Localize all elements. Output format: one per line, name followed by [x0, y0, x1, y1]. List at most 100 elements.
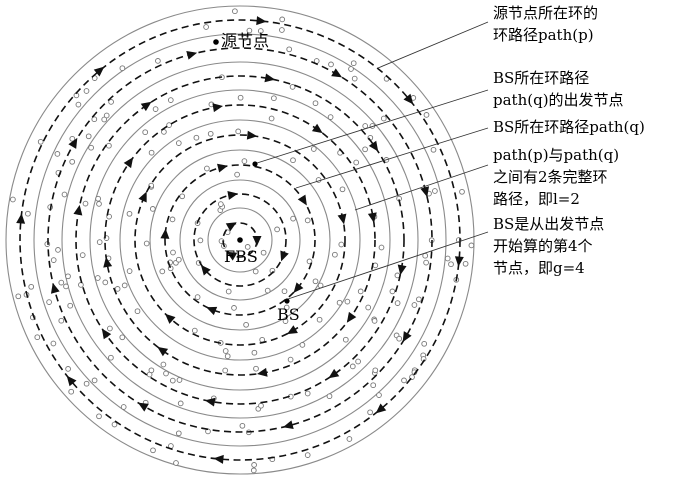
concentric-rings	[5, 5, 475, 475]
arrow-head	[227, 190, 239, 200]
ring-path	[47, 47, 433, 433]
sensor-node	[281, 288, 288, 295]
sensor-node	[362, 123, 369, 129]
sensor-node	[166, 122, 172, 128]
sensor-node	[367, 409, 373, 416]
sensor-node	[357, 288, 364, 295]
arrow-head	[165, 313, 176, 324]
sensor-node	[344, 298, 351, 305]
sensor-node	[111, 421, 118, 428]
ring-boundary	[179, 179, 301, 301]
sensor-node	[411, 302, 418, 308]
sensor-node	[289, 84, 296, 90]
sensor-node	[432, 188, 438, 194]
arrow-head	[226, 251, 238, 261]
ring-path	[104, 104, 376, 376]
sensor-node	[372, 367, 379, 374]
arrow-head	[212, 103, 224, 113]
sensor-node	[378, 244, 385, 251]
sensor-node	[63, 283, 69, 290]
ring-path	[193, 193, 287, 287]
sensor-node	[389, 288, 396, 295]
sensor-nodes	[10, 8, 475, 474]
sensor-node	[120, 404, 127, 410]
sensor-node	[126, 210, 133, 217]
sensor-node	[462, 260, 469, 267]
sensor-node	[260, 249, 267, 256]
sensor-node	[15, 293, 22, 300]
sensor-node	[244, 244, 251, 250]
sensor-node	[197, 237, 204, 244]
sensor-node	[222, 367, 229, 374]
sensor-node	[252, 268, 259, 275]
ring-paths	[19, 19, 461, 461]
sensor-node	[134, 308, 141, 315]
sensor-node	[108, 354, 114, 361]
sensor-node	[152, 106, 159, 112]
arrow-head	[103, 256, 113, 268]
arrow-head	[280, 250, 289, 262]
sensor-node	[231, 305, 237, 311]
sensor-node	[350, 60, 357, 67]
arrow-head	[246, 130, 258, 140]
sensor-node	[423, 259, 429, 266]
annotation-line: 环路径path(p)	[493, 26, 594, 44]
sensor-node	[95, 195, 101, 202]
sensor-node	[207, 130, 214, 137]
sensor-node	[430, 146, 437, 153]
arrow-head	[346, 311, 357, 323]
fbs-marker	[237, 237, 243, 243]
sensor-node	[279, 27, 285, 33]
sensor-node	[326, 393, 333, 400]
sensor-node	[346, 436, 353, 442]
ring-boundary	[149, 149, 331, 331]
sensor-node	[119, 334, 126, 341]
sensor-node	[148, 149, 155, 156]
sensor-node	[121, 282, 128, 289]
arrow-head	[328, 368, 340, 379]
sensor-node	[96, 413, 102, 420]
annotation-line: 路径，即l=2	[493, 190, 580, 208]
sensor-node	[83, 88, 90, 94]
sensor-node	[85, 133, 92, 140]
sensor-node	[78, 282, 84, 288]
sensor-node	[312, 278, 319, 285]
sensor-node	[268, 115, 275, 122]
arrow-head	[50, 282, 60, 294]
sensor-node	[159, 268, 166, 275]
sensor-node	[160, 361, 167, 368]
sensor-node	[274, 226, 280, 233]
arrow-head	[454, 256, 464, 267]
sensor-node	[161, 129, 167, 135]
sensor-node	[253, 365, 259, 372]
arrow-head	[420, 186, 430, 198]
arrow-head	[204, 397, 216, 407]
sensor-node	[155, 58, 161, 64]
ring-path	[19, 19, 461, 461]
sensor-node	[142, 129, 149, 136]
sensor-node	[332, 251, 338, 258]
leader-bs-ring	[295, 127, 489, 189]
sensor-node	[69, 158, 76, 165]
ring-path	[75, 75, 405, 405]
sensor-node	[102, 279, 109, 286]
sensor-node	[54, 151, 61, 157]
sensor-node	[349, 363, 356, 370]
sensor-node	[421, 340, 428, 347]
arrow-head	[375, 403, 387, 414]
sensor-node	[258, 402, 264, 409]
sensor-node	[235, 128, 242, 135]
sensor-node	[351, 75, 358, 82]
sensor-node	[222, 348, 229, 354]
sensor-node	[468, 242, 475, 249]
sensor-node	[46, 299, 52, 305]
arrow-head	[264, 73, 276, 83]
arrow-head	[73, 204, 83, 216]
sensor-node	[167, 97, 174, 103]
arrow-head	[293, 282, 304, 293]
sensor-node	[91, 377, 98, 384]
arrow-head	[252, 236, 262, 246]
sensor-node	[176, 377, 183, 383]
sensor-node	[250, 467, 257, 474]
